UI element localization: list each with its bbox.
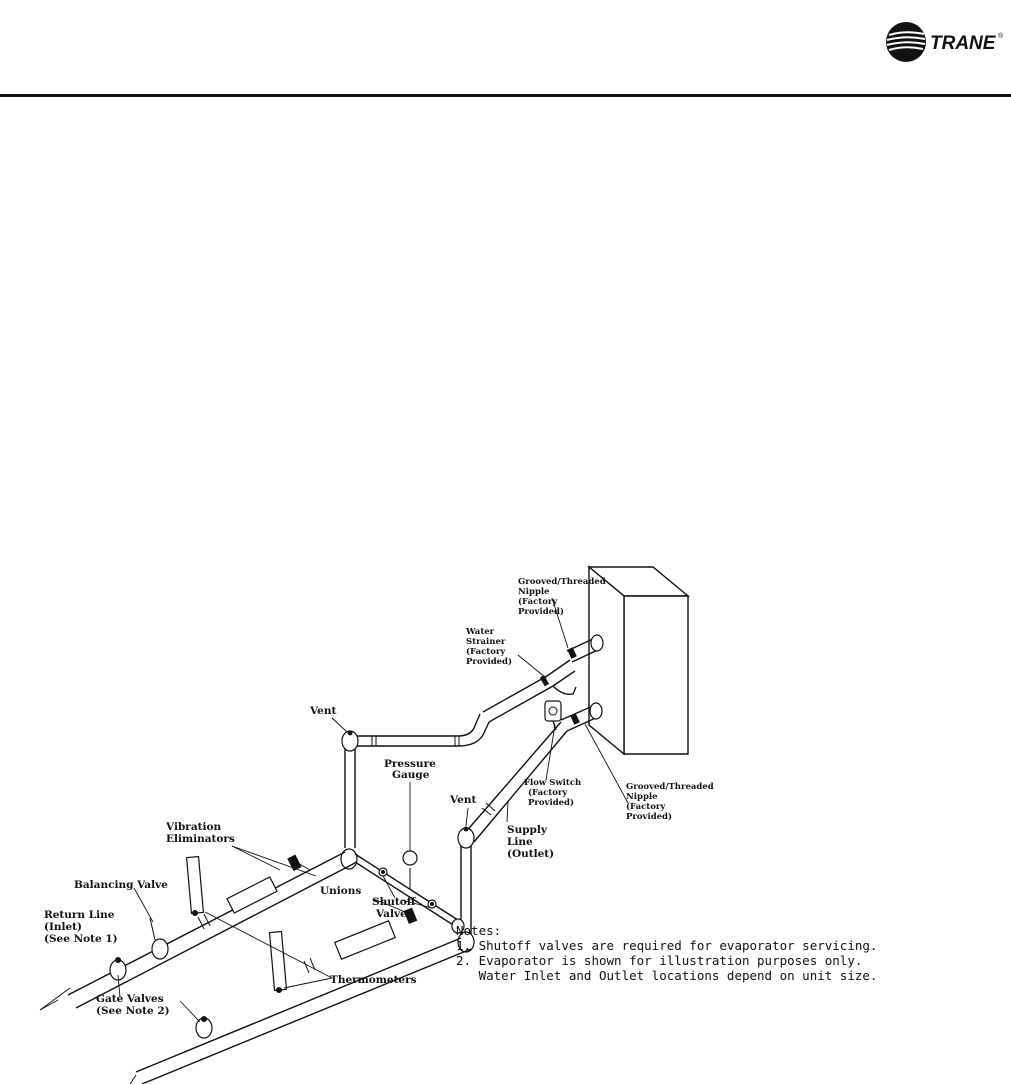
svg-text:Vibration: Vibration — [165, 821, 221, 833]
label-supply-line: Supply Line (Outlet) — [507, 824, 554, 860]
svg-text:(Inlet): (Inlet) — [44, 921, 82, 933]
return-line-pipe — [67, 851, 356, 1009]
return-riser — [340, 730, 359, 870]
trane-swoosh-icon — [886, 22, 926, 62]
label-vibration-eliminators: Vibration Eliminators — [165, 821, 235, 845]
label-gate-valves: Gate Valves (See Note 2) — [96, 993, 170, 1017]
label-unions: Unions — [320, 885, 361, 897]
notes-heading: Notes: — [456, 923, 501, 938]
leader-lines — [39, 597, 629, 1084]
label-grooved-nipple-top: Grooved/Threaded Nipple (Factory Provide… — [518, 577, 606, 617]
svg-text:(Factory: (Factory — [518, 596, 558, 607]
svg-text:Gauge: Gauge — [392, 769, 430, 781]
registered-mark: ® — [998, 32, 1004, 40]
upper-nozzle — [566, 634, 604, 663]
svg-text:(Factory: (Factory — [626, 801, 666, 812]
svg-text:Grooved/Threaded: Grooved/Threaded — [626, 782, 714, 792]
svg-text:Flow Switch: Flow Switch — [524, 778, 581, 788]
label-grooved-nipple-bottom: Grooved/Threaded Nipple (Factory Provide… — [626, 782, 714, 822]
svg-text:Nipple: Nipple — [518, 587, 550, 597]
bypass-line — [354, 850, 465, 934]
svg-text:Water: Water — [465, 627, 495, 637]
supply-line-upper — [463, 700, 568, 843]
label-flow-switch: Flow Switch (Factory Provided) — [524, 778, 581, 808]
label-balancing-valve: Balancing Valve — [74, 879, 168, 891]
supply-line-lower — [135, 907, 472, 1084]
svg-text:Provided): Provided) — [626, 811, 672, 822]
trane-wordmark: TRANE — [930, 33, 997, 54]
water-strainer — [482, 659, 577, 723]
svg-text:(See Note 1): (See Note 1) — [44, 933, 118, 945]
note-3: Water Inlet and Outlet locations depend … — [456, 968, 877, 983]
note-2: 2. Evaporator is shown for illustration … — [456, 953, 862, 968]
svg-text:Eliminators: Eliminators — [166, 833, 235, 845]
label-return-line: Return Line (Inlet) (See Note 1) — [44, 909, 118, 945]
label-thermometers: Thermometers — [330, 974, 417, 986]
svg-text:Shutoff: Shutoff — [372, 896, 417, 908]
svg-text:Nipple: Nipple — [626, 792, 658, 802]
upper-pipe-run — [355, 713, 490, 747]
svg-text:(Factory: (Factory — [528, 787, 568, 798]
svg-text:Gate Valves: Gate Valves — [96, 993, 164, 1005]
svg-text:Line: Line — [507, 836, 533, 848]
svg-text:Valves: Valves — [375, 908, 413, 920]
label-vent-right: Vent — [449, 794, 476, 806]
note-1: 1. Shutoff valves are required for evapo… — [456, 938, 877, 953]
svg-text:Return Line: Return Line — [44, 909, 115, 921]
svg-text:Supply: Supply — [507, 824, 548, 836]
svg-text:Provided): Provided) — [466, 656, 512, 667]
trane-logo: TRANE ® — [884, 20, 1006, 64]
svg-text:(Factory: (Factory — [466, 646, 506, 657]
svg-text:(Outlet): (Outlet) — [507, 848, 554, 860]
evaporator — [587, 565, 690, 756]
label-shutoff-valves: Shutoff Valves — [372, 896, 417, 920]
lower-nozzle — [560, 702, 603, 732]
svg-text:Pressure: Pressure — [384, 758, 436, 770]
header-rule — [0, 94, 1011, 97]
svg-text:Provided): Provided) — [528, 797, 574, 808]
supply-riser — [457, 826, 475, 953]
svg-text:Provided): Provided) — [518, 606, 564, 617]
label-pressure-gauge: Pressure Gauge — [384, 758, 436, 781]
label-water-strainer: Water Strainer (Factory Provided) — [465, 627, 512, 667]
notes-block: Notes: 1. Shutoff valves are required fo… — [456, 923, 877, 983]
svg-text:Grooved/Threaded: Grooved/Threaded — [518, 577, 606, 587]
label-vent-top: Vent — [309, 705, 336, 717]
svg-text:Strainer: Strainer — [466, 637, 506, 647]
svg-text:(See Note 2): (See Note 2) — [96, 1005, 170, 1017]
